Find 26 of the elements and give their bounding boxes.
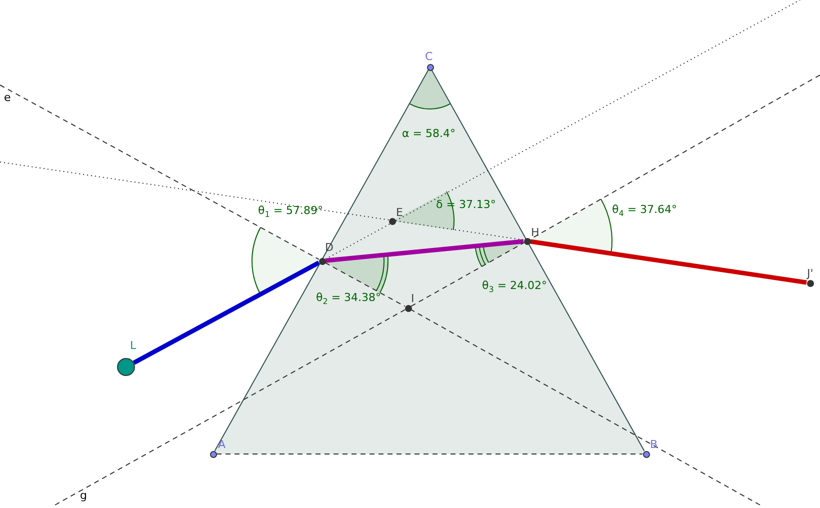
point-label: C (425, 51, 433, 62)
prism-side (214, 70, 429, 452)
point-label: I (411, 293, 414, 304)
point-label: H (531, 227, 540, 238)
point-label: L (130, 340, 136, 351)
point-label: J' (807, 268, 814, 279)
angle-label: θ$_{4}$ = 37.64° (612, 204, 678, 219)
point-marker (210, 450, 216, 458)
angle-label: θ$_{2}$ = 34.38° (316, 292, 382, 307)
dashed-line (324, 262, 406, 307)
dashed-line (410, 242, 524, 307)
point-marker (426, 64, 434, 70)
angle-label: θ$_{3}$ = 24.02° (482, 280, 548, 295)
angle-label: θ$_{1}$ = 57.89° (258, 205, 324, 220)
light-ray (325, 239, 524, 263)
line-label: e (4, 92, 11, 104)
line-label: g (80, 490, 87, 502)
point-label: A (218, 439, 226, 450)
angle-label: α = 58.4° (402, 128, 456, 140)
light-ray (132, 260, 320, 365)
point-label: E (396, 207, 403, 218)
prism-side (431, 70, 645, 452)
point-label: B (650, 439, 658, 450)
light-ray (530, 239, 807, 285)
point-marker (806, 280, 814, 286)
point-marker (117, 358, 135, 376)
